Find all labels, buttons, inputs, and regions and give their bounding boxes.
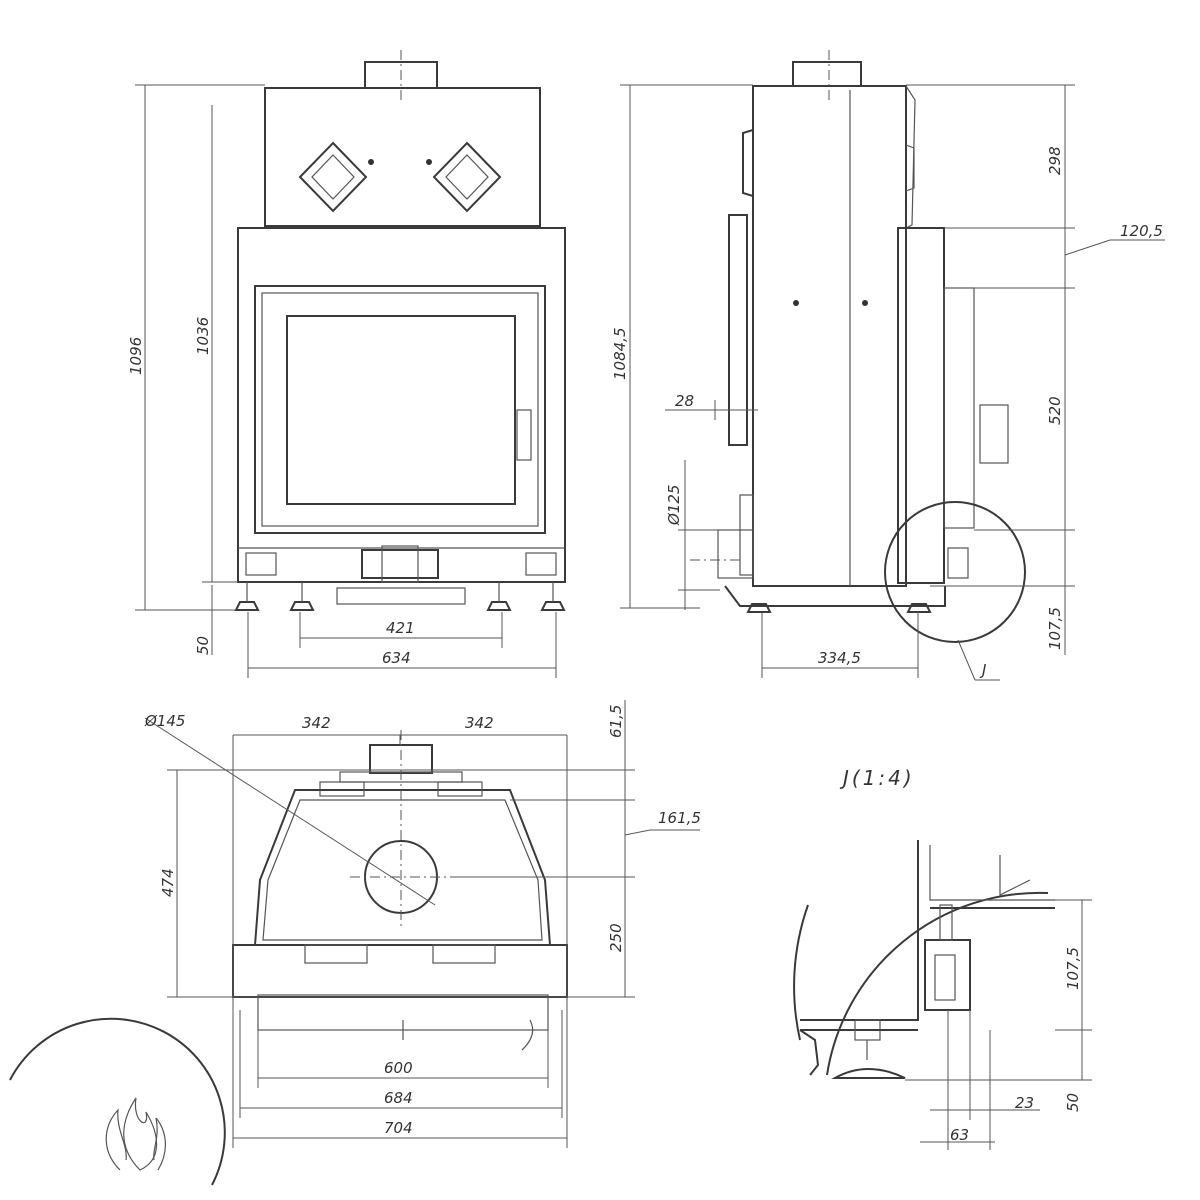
- top-flue-diameter: Ø145: [144, 712, 185, 730]
- top-offset-top: 61,5: [607, 705, 625, 738]
- side-body: [752, 85, 907, 587]
- top-depth-total: 474: [159, 868, 177, 897]
- front-feet-height: 50: [194, 636, 212, 655]
- front-feet-spacing: 421: [386, 619, 415, 637]
- front-door-handle: [516, 409, 532, 461]
- top-width-frame: 684: [384, 1089, 413, 1107]
- flame-icon: [9, 1017, 226, 1186]
- detail-inner: 23: [1015, 1094, 1034, 1112]
- side-bottom: 107,5: [1046, 607, 1064, 650]
- top-half-left: 342: [302, 714, 331, 732]
- top-width-total: 704: [384, 1119, 413, 1137]
- top-depth-front: 250: [607, 923, 625, 952]
- side-top-section: 298: [1046, 146, 1064, 175]
- top-offset-side: 161,5: [658, 809, 701, 827]
- side-flue-collar: [792, 61, 862, 87]
- front-glass: [286, 315, 516, 505]
- top-width-glass: 600: [384, 1059, 413, 1077]
- side-door-height: 520: [1046, 396, 1064, 425]
- front-vent-left: [298, 141, 368, 213]
- front-vent-right: [432, 141, 502, 213]
- side-inlet-diameter: Ø125: [665, 485, 683, 526]
- top-half-right: 342: [465, 714, 494, 732]
- side-depth: 334,5: [818, 649, 861, 667]
- detail-marker: J: [979, 661, 986, 679]
- front-door-frame: [254, 285, 546, 534]
- detail-outer: 63: [950, 1126, 969, 1144]
- detail-title: J(1:4): [839, 766, 915, 790]
- front-width: 634: [382, 649, 411, 667]
- front-height-total: 1096: [127, 337, 145, 375]
- side-door-handle: [728, 214, 748, 446]
- detail-feet: 50: [1064, 1093, 1082, 1112]
- front-flue-collar: [364, 61, 438, 89]
- front-view: [135, 50, 566, 678]
- side-air-inlet: [717, 529, 754, 579]
- side-front-frame: [897, 227, 945, 584]
- detail-marker-circle: [884, 501, 1026, 643]
- side-handle: [979, 404, 1009, 464]
- detail-foot: [831, 1068, 906, 1079]
- top-body: [253, 789, 552, 946]
- detail-view: [793, 840, 1092, 1150]
- side-view: [620, 50, 1165, 681]
- top-view: [144, 700, 700, 1148]
- side-gap: 28: [675, 392, 694, 410]
- front-height-body: 1036: [194, 317, 212, 355]
- side-offset: 120,5: [1120, 222, 1163, 240]
- top-front-frame: [232, 944, 568, 998]
- side-height: 1084,5: [611, 328, 629, 381]
- front-upper-housing: [264, 87, 541, 227]
- front-air-control: [361, 549, 439, 579]
- detail-height: 107,5: [1064, 947, 1082, 990]
